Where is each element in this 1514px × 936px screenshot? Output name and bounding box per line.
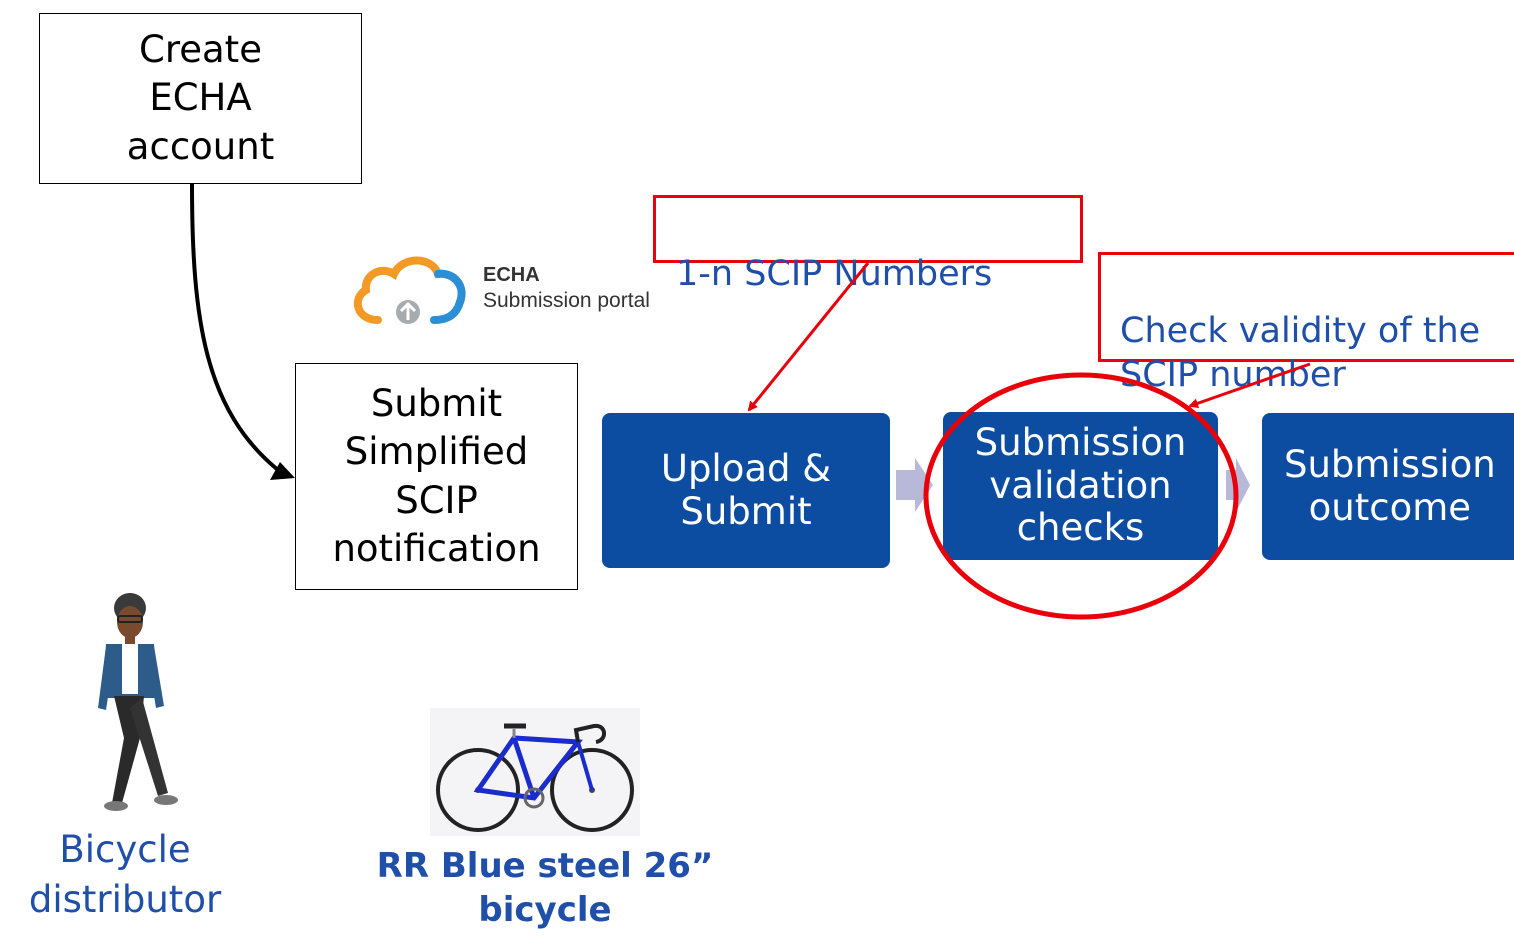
product-caption: RR Blue steel 26” bicycle	[376, 846, 714, 931]
step-validation-checks: Submission validation checks	[943, 412, 1218, 560]
portal-logo-subtitle: Submission portal	[483, 289, 650, 312]
validation-highlight-ellipse	[923, 372, 1239, 620]
step-upload-submit: Upload & Submit	[602, 413, 890, 568]
submit-notification-label: Submit Simplified SCIP notification	[332, 382, 541, 570]
step-submission-outcome: Submission outcome	[1262, 413, 1514, 560]
account-to-submit-arrow	[190, 183, 280, 472]
step-upload-submit-label: Upload & Submit	[660, 446, 832, 533]
scip-numbers-pointer	[747, 262, 870, 412]
person-illustration	[98, 593, 178, 811]
portal-logo-name: ECHA	[483, 264, 540, 286]
check-validity-callout: Check validity of the SCIP number	[1098, 252, 1514, 395]
person-caption: Bicycle distributor	[28, 828, 222, 921]
create-account-box: Create ECHA account	[39, 13, 362, 184]
account-to-submit-arrowhead	[270, 462, 295, 480]
submit-notification-box: Submit Simplified SCIP notification	[295, 363, 578, 590]
cloud-upload-icon	[353, 256, 466, 324]
create-account-label: Create ECHA account	[126, 28, 275, 168]
check-validity-pointer	[1188, 362, 1311, 409]
echa-portal-logo: ECHA Submission portal	[350, 250, 730, 330]
bicycle-illustration	[430, 708, 640, 836]
step-submission-outcome-label: Submission outcome	[1284, 442, 1496, 529]
scip-numbers-callout: 1-n SCIP Numbers	[653, 195, 1083, 294]
step-validation-checks-label: Submission validation checks	[974, 421, 1187, 550]
